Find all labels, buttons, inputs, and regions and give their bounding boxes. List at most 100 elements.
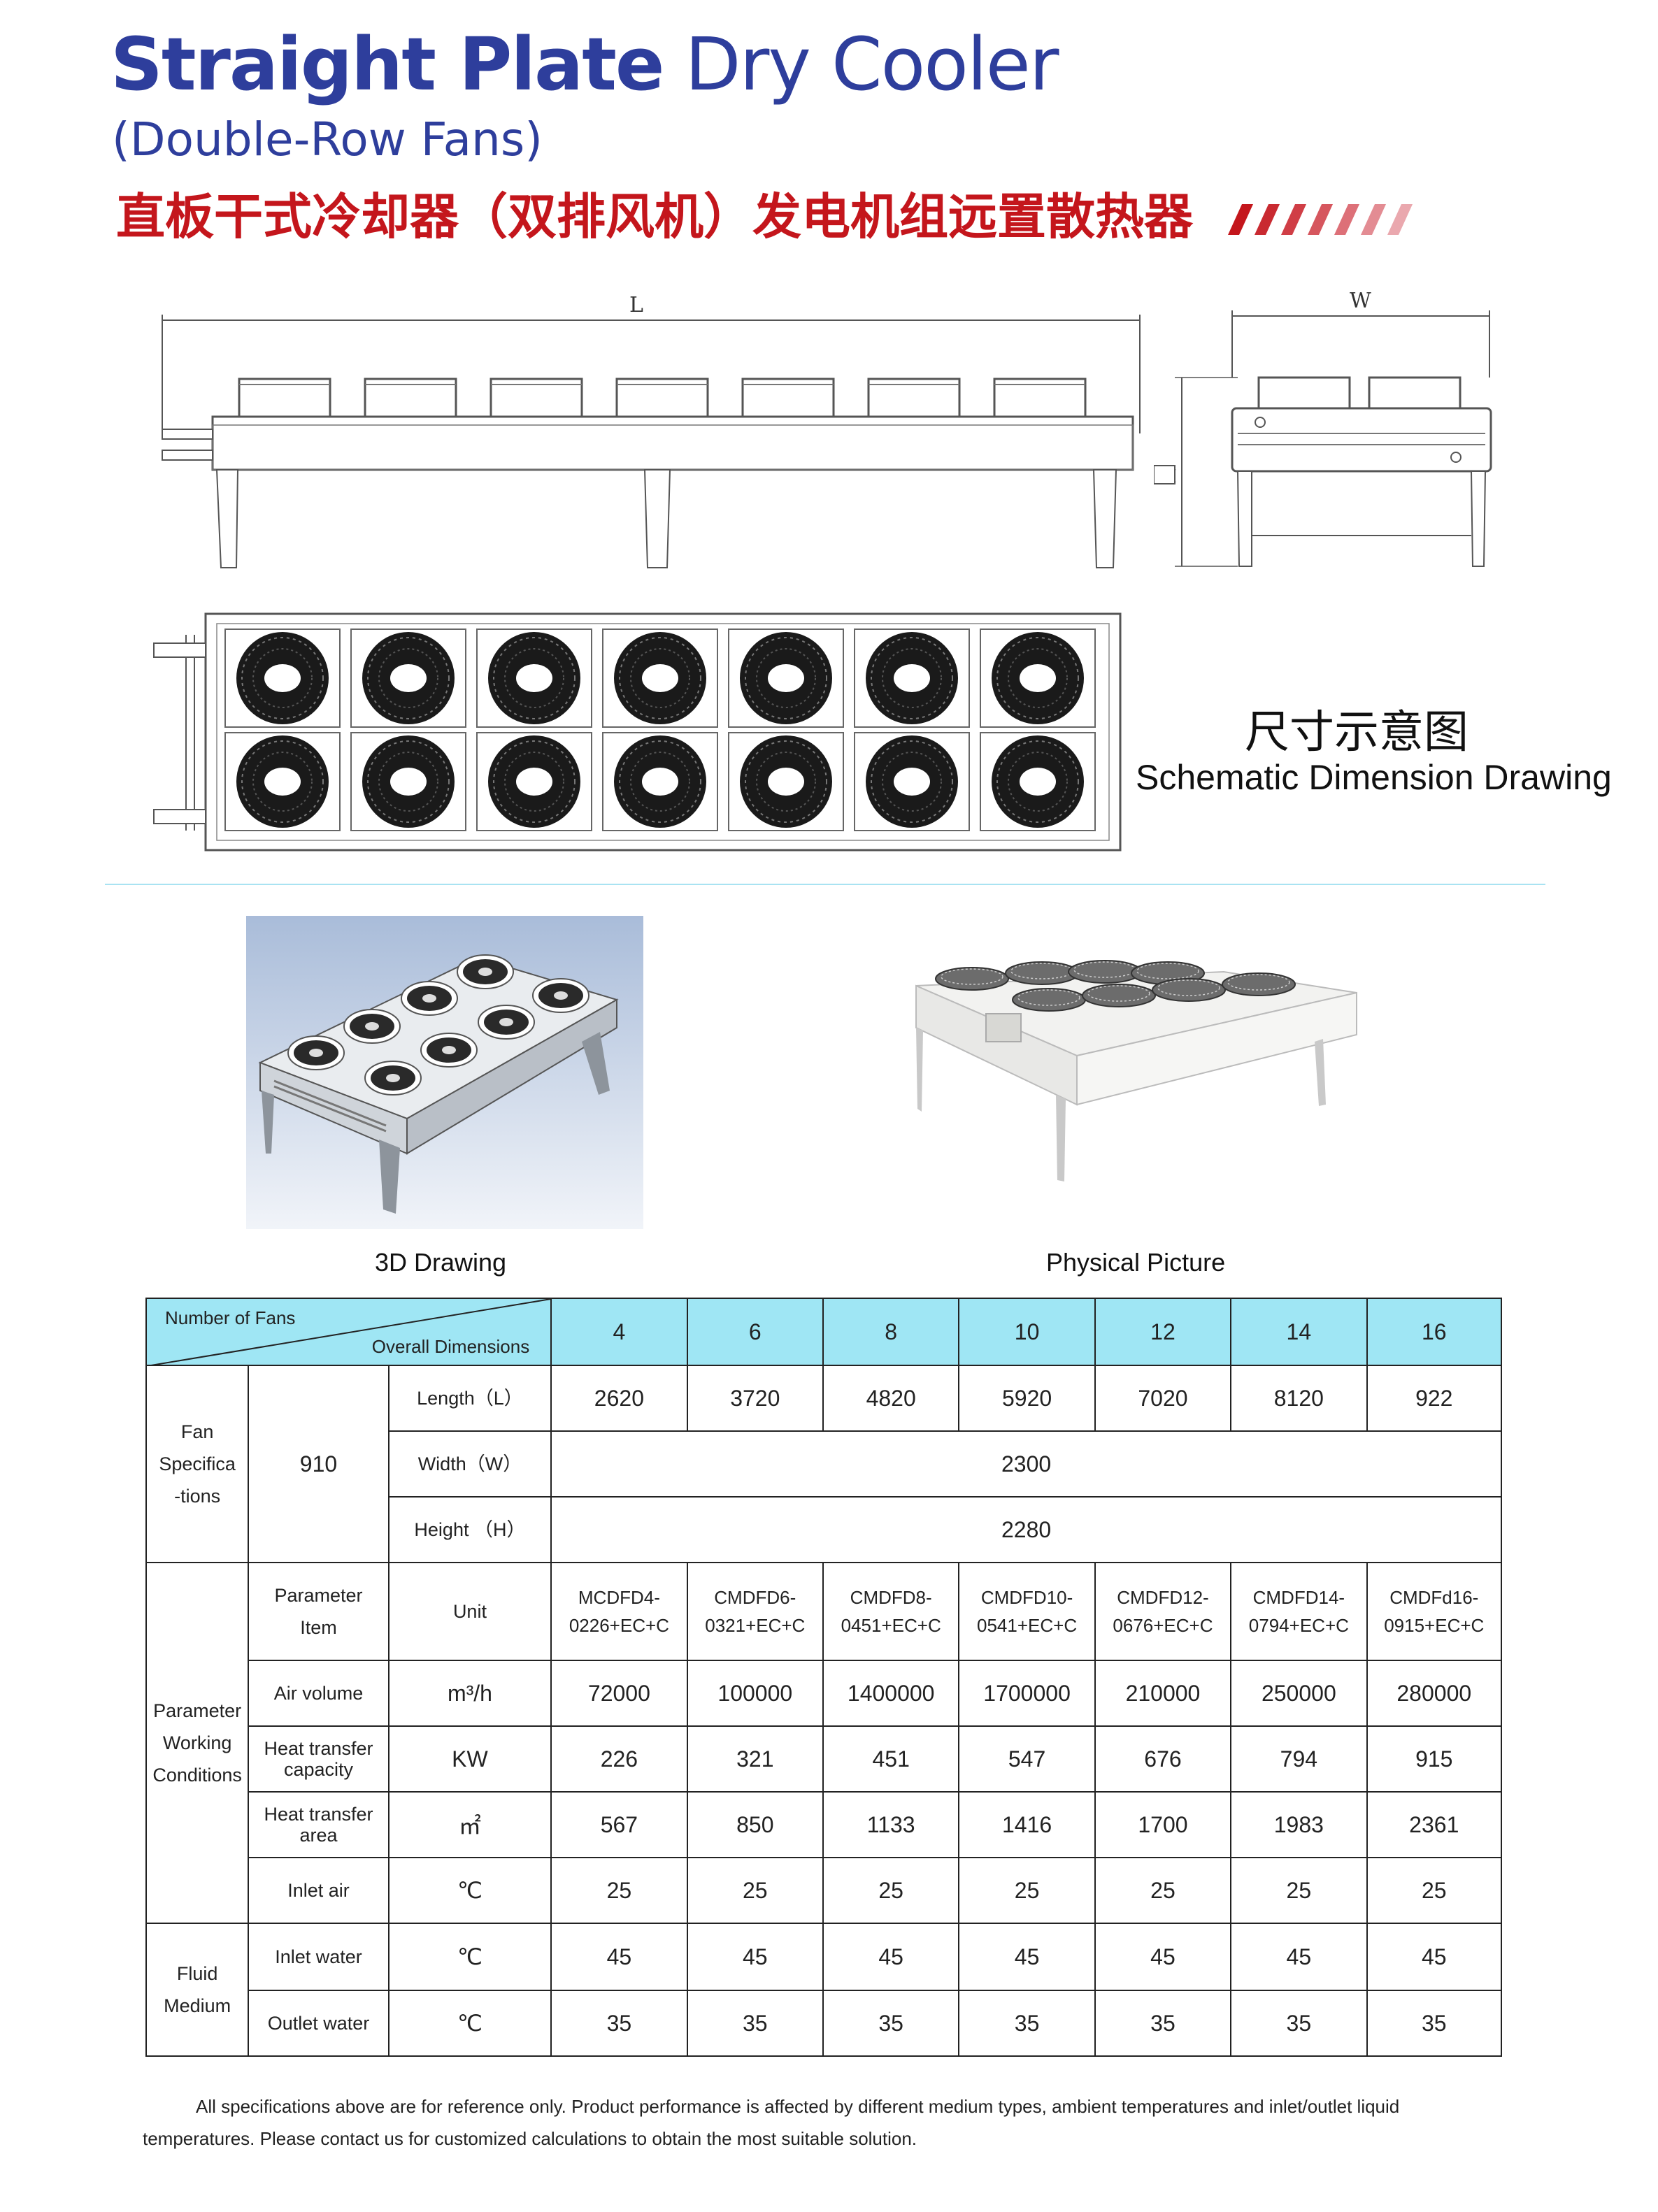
specification-table: Number of Fans Overall Dimensions 4 6 8 … [145,1298,1503,2057]
height-row: Height （H） 2280 [146,1496,1502,1563]
fan-diameter-cell: 910 [248,1365,390,1563]
heat-capacity-row: Heat transfer capacity KW 226 321 451 54… [146,1725,1503,1793]
table-cell: 25 [958,1857,1096,1924]
row-label: Outlet water [248,1990,390,2057]
fan-top-icon [728,732,844,831]
fan-count-cell: 8 [822,1298,960,1366]
model-cell: CMDFd16- 0915+EC+C [1366,1562,1503,1661]
table-cell: 100000 [686,1660,824,1727]
param-group-label: Parameter Working Conditions [145,1562,250,1924]
fan-top-icon [854,732,970,831]
table-cell: 25 [1230,1857,1368,1924]
table-cell: 45 [686,1923,824,1991]
model-cell: CMDFD6- 0321+EC+C [686,1562,824,1661]
model-row: Parameter Working Conditions Parameter I… [145,1562,1503,1924]
fan-top-icon [476,732,592,831]
fan-top-icon [980,629,1096,728]
table-cell: 321 [686,1725,824,1793]
length-label-cell: Length（L） [387,1365,552,1432]
schematic-caption-en: Schematic Dimension Drawing [1136,758,1612,797]
fan-count-cell: 4 [550,1298,688,1366]
table-cell: 1416 [958,1791,1096,1858]
table-cell: 45 [1230,1923,1368,1991]
table-cell: 794 [1230,1725,1368,1793]
side-elevation-drawing: W H [1154,287,1517,580]
table-cell: 1133 [822,1791,960,1858]
table-cell: 1700 [1094,1791,1232,1858]
row-unit: m³/h [387,1660,552,1727]
fan-top-icon [476,629,592,728]
table-cell: 850 [686,1791,824,1858]
table-cell: 547 [958,1725,1096,1793]
inlet-water-row: Fluid Medium Inlet water ℃ 45 45 45 45 4… [145,1923,1503,2057]
fan-3d-icon [364,1061,422,1096]
table-cell: 25 [1366,1857,1503,1924]
fan-guard-side-icon [867,378,961,418]
param-item-label: Parameter Item [248,1562,390,1661]
row-unit: ℃ [387,1923,552,1991]
stripe-decoration [1228,204,1413,235]
table-cell: 35 [1366,1990,1503,2057]
fan-top-icon [980,732,1096,831]
table-cell: 35 [1230,1990,1368,2057]
model-cell: CMDFD12- 0676+EC+C [1094,1562,1232,1661]
row-unit: ℃ [387,1857,552,1924]
fan-3d-icon [532,978,589,1013]
fan-count-cell: 6 [686,1298,824,1366]
table-cell: 72000 [550,1660,688,1727]
length-value: 2620 [550,1365,688,1432]
fan-top-icon [350,629,466,728]
table-cell: 676 [1094,1725,1232,1793]
height-value: 2280 [550,1496,1502,1563]
table-cell: 226 [550,1725,688,1793]
inlet-air-row: Inlet air ℃ 25 25 25 25 25 25 25 [146,1857,1503,1924]
table-cell: 35 [1094,1990,1232,2057]
fan-photo-icon [1012,988,1086,1012]
table-cell: 1700000 [958,1660,1096,1727]
fan-photo-icon [1068,960,1142,984]
fan-3d-icon [287,1035,345,1070]
fan-photo-icon [1082,984,1156,1007]
fan-photo-icon [1005,961,1079,985]
length-value: 4820 [822,1365,960,1432]
schematic-caption-cn: 尺寸示意图 [1245,707,1468,759]
fan-top-icon [854,629,970,728]
front-elevation-drawing: L [154,287,1147,594]
fan-guard-side-icon [364,378,457,418]
model-cell: MCDFD4- 0226+EC+C [550,1562,688,1661]
outlet-water-row: Outlet water ℃ 35 35 35 35 35 35 35 [146,1990,1503,2057]
table-cell: 915 [1366,1725,1503,1793]
3d-drawing-caption: 3D Drawing [375,1248,507,1277]
page-title: Straight Plate Dry Cooler [110,21,1059,108]
row-label: Inlet water [248,1923,390,1991]
row-unit: ℃ [387,1990,552,2057]
table-cell: 35 [958,1990,1096,2057]
page-subtitle: (Double-Row Fans) [112,113,543,166]
fan-count-cell: 12 [1094,1298,1232,1366]
table-cell: 280000 [1366,1660,1503,1727]
length-label: L [629,293,643,317]
row-label: Heat transfer area [248,1791,390,1858]
fan-3d-icon [420,1033,478,1068]
fan-3d-icon [343,1009,401,1044]
table-header-row: Number of Fans Overall Dimensions 4 6 8 … [145,1298,1503,1366]
row-label: Heat transfer capacity [248,1725,390,1793]
footnote: All specifications above are for referen… [143,2096,1400,2149]
table-cell: 210000 [1094,1660,1232,1727]
fan-top-icon [602,629,718,728]
air-volume-row: Air volume m³/h 72000 100000 1400000 170… [146,1660,1503,1727]
table-cell: 35 [550,1990,688,2057]
chinese-title: 直板干式冷却器（双排风机）发电机组远置散热器 [116,188,1193,245]
fan-top-icon [350,732,466,831]
length-row: Fan Specifica -tions 910 Length（L） 2620 … [145,1365,1503,1563]
fan-guard-side-icon [993,378,1087,418]
model-cell: CMDFD10- 0541+EC+C [958,1562,1096,1661]
table-cell: 25 [686,1857,824,1924]
unit-label: Unit [387,1562,552,1661]
fan-3d-icon [478,1005,535,1040]
row-unit: KW [387,1725,552,1793]
physical-picture-image [895,944,1371,1195]
width-row: Width（W） 2300 [146,1430,1502,1498]
table-cell: 45 [822,1923,960,1991]
row-label: Inlet air [248,1857,390,1924]
